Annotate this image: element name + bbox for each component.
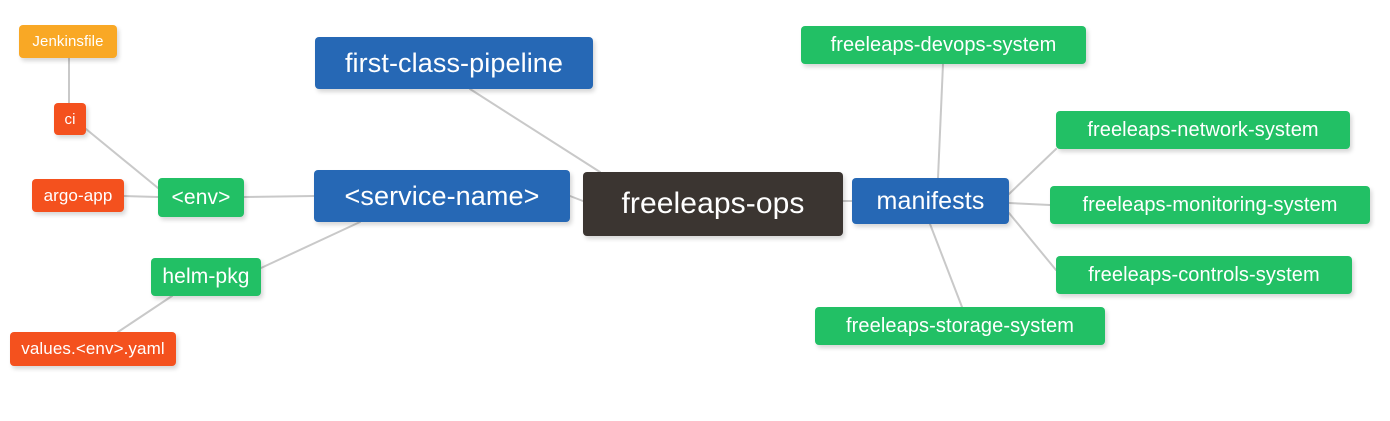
node-freeleaps-devops-system[interactable]: freeleaps-devops-system: [801, 26, 1086, 64]
node-label: manifests: [876, 186, 985, 215]
edge-env-to-argo-app: [123, 195, 159, 198]
node-label: freeleaps-devops-system: [830, 33, 1057, 56]
node-freeleaps-monitoring-system[interactable]: freeleaps-monitoring-system: [1050, 186, 1370, 224]
edge-manifests-to-freeleaps-network-system: [1008, 148, 1057, 195]
node-helm-pkg[interactable]: helm-pkg: [151, 258, 261, 296]
edge-service-name-to-env: [243, 195, 315, 198]
edge-service-name-to-helm-pkg: [260, 221, 361, 269]
node-jenkinsfile[interactable]: Jenkinsfile: [19, 25, 117, 58]
edge-manifests-to-freeleaps-devops-system: [937, 63, 944, 179]
edge-manifests-to-freeleaps-storage-system: [929, 223, 963, 308]
node-freeleaps-network-system[interactable]: freeleaps-network-system: [1056, 111, 1350, 149]
node-label: <env>: [171, 185, 231, 209]
edge-env-to-ci: [85, 128, 159, 189]
node-label: freeleaps-ops: [621, 187, 805, 220]
node-freeleaps-controls-system[interactable]: freeleaps-controls-system: [1056, 256, 1352, 294]
node-first-class-pipeline[interactable]: first-class-pipeline: [315, 37, 593, 89]
node-label: values.<env>.yaml: [21, 339, 165, 358]
edge-helm-pkg-to-values-env-yaml: [117, 295, 173, 333]
edge-freeleaps-ops-to-service-name: [569, 195, 584, 202]
node-label: <service-name>: [344, 180, 540, 211]
node-freeleaps-ops[interactable]: freeleaps-ops: [583, 172, 843, 236]
edge-manifests-to-freeleaps-controls-system: [1008, 212, 1057, 271]
node-env[interactable]: <env>: [158, 178, 244, 217]
node-label: Jenkinsfile: [32, 33, 104, 50]
edge-freeleaps-ops-to-first-class-pipeline: [469, 88, 601, 173]
node-values-env-yaml[interactable]: values.<env>.yaml: [10, 332, 176, 366]
node-label: freeleaps-monitoring-system: [1082, 193, 1338, 216]
node-service-name[interactable]: <service-name>: [314, 170, 570, 222]
node-manifests[interactable]: manifests: [852, 178, 1009, 224]
node-ci[interactable]: ci: [54, 103, 86, 135]
node-label: helm-pkg: [162, 265, 250, 288]
node-label: freeleaps-storage-system: [845, 314, 1075, 337]
node-argo-app[interactable]: argo-app: [32, 179, 124, 212]
node-label: argo-app: [43, 185, 113, 205]
node-freeleaps-storage-system[interactable]: freeleaps-storage-system: [815, 307, 1105, 345]
node-label: freeleaps-network-system: [1087, 118, 1319, 141]
edge-manifests-to-freeleaps-monitoring-system: [1008, 202, 1051, 206]
node-label: freeleaps-controls-system: [1088, 263, 1320, 286]
node-label: ci: [64, 110, 76, 128]
node-label: first-class-pipeline: [344, 47, 564, 78]
